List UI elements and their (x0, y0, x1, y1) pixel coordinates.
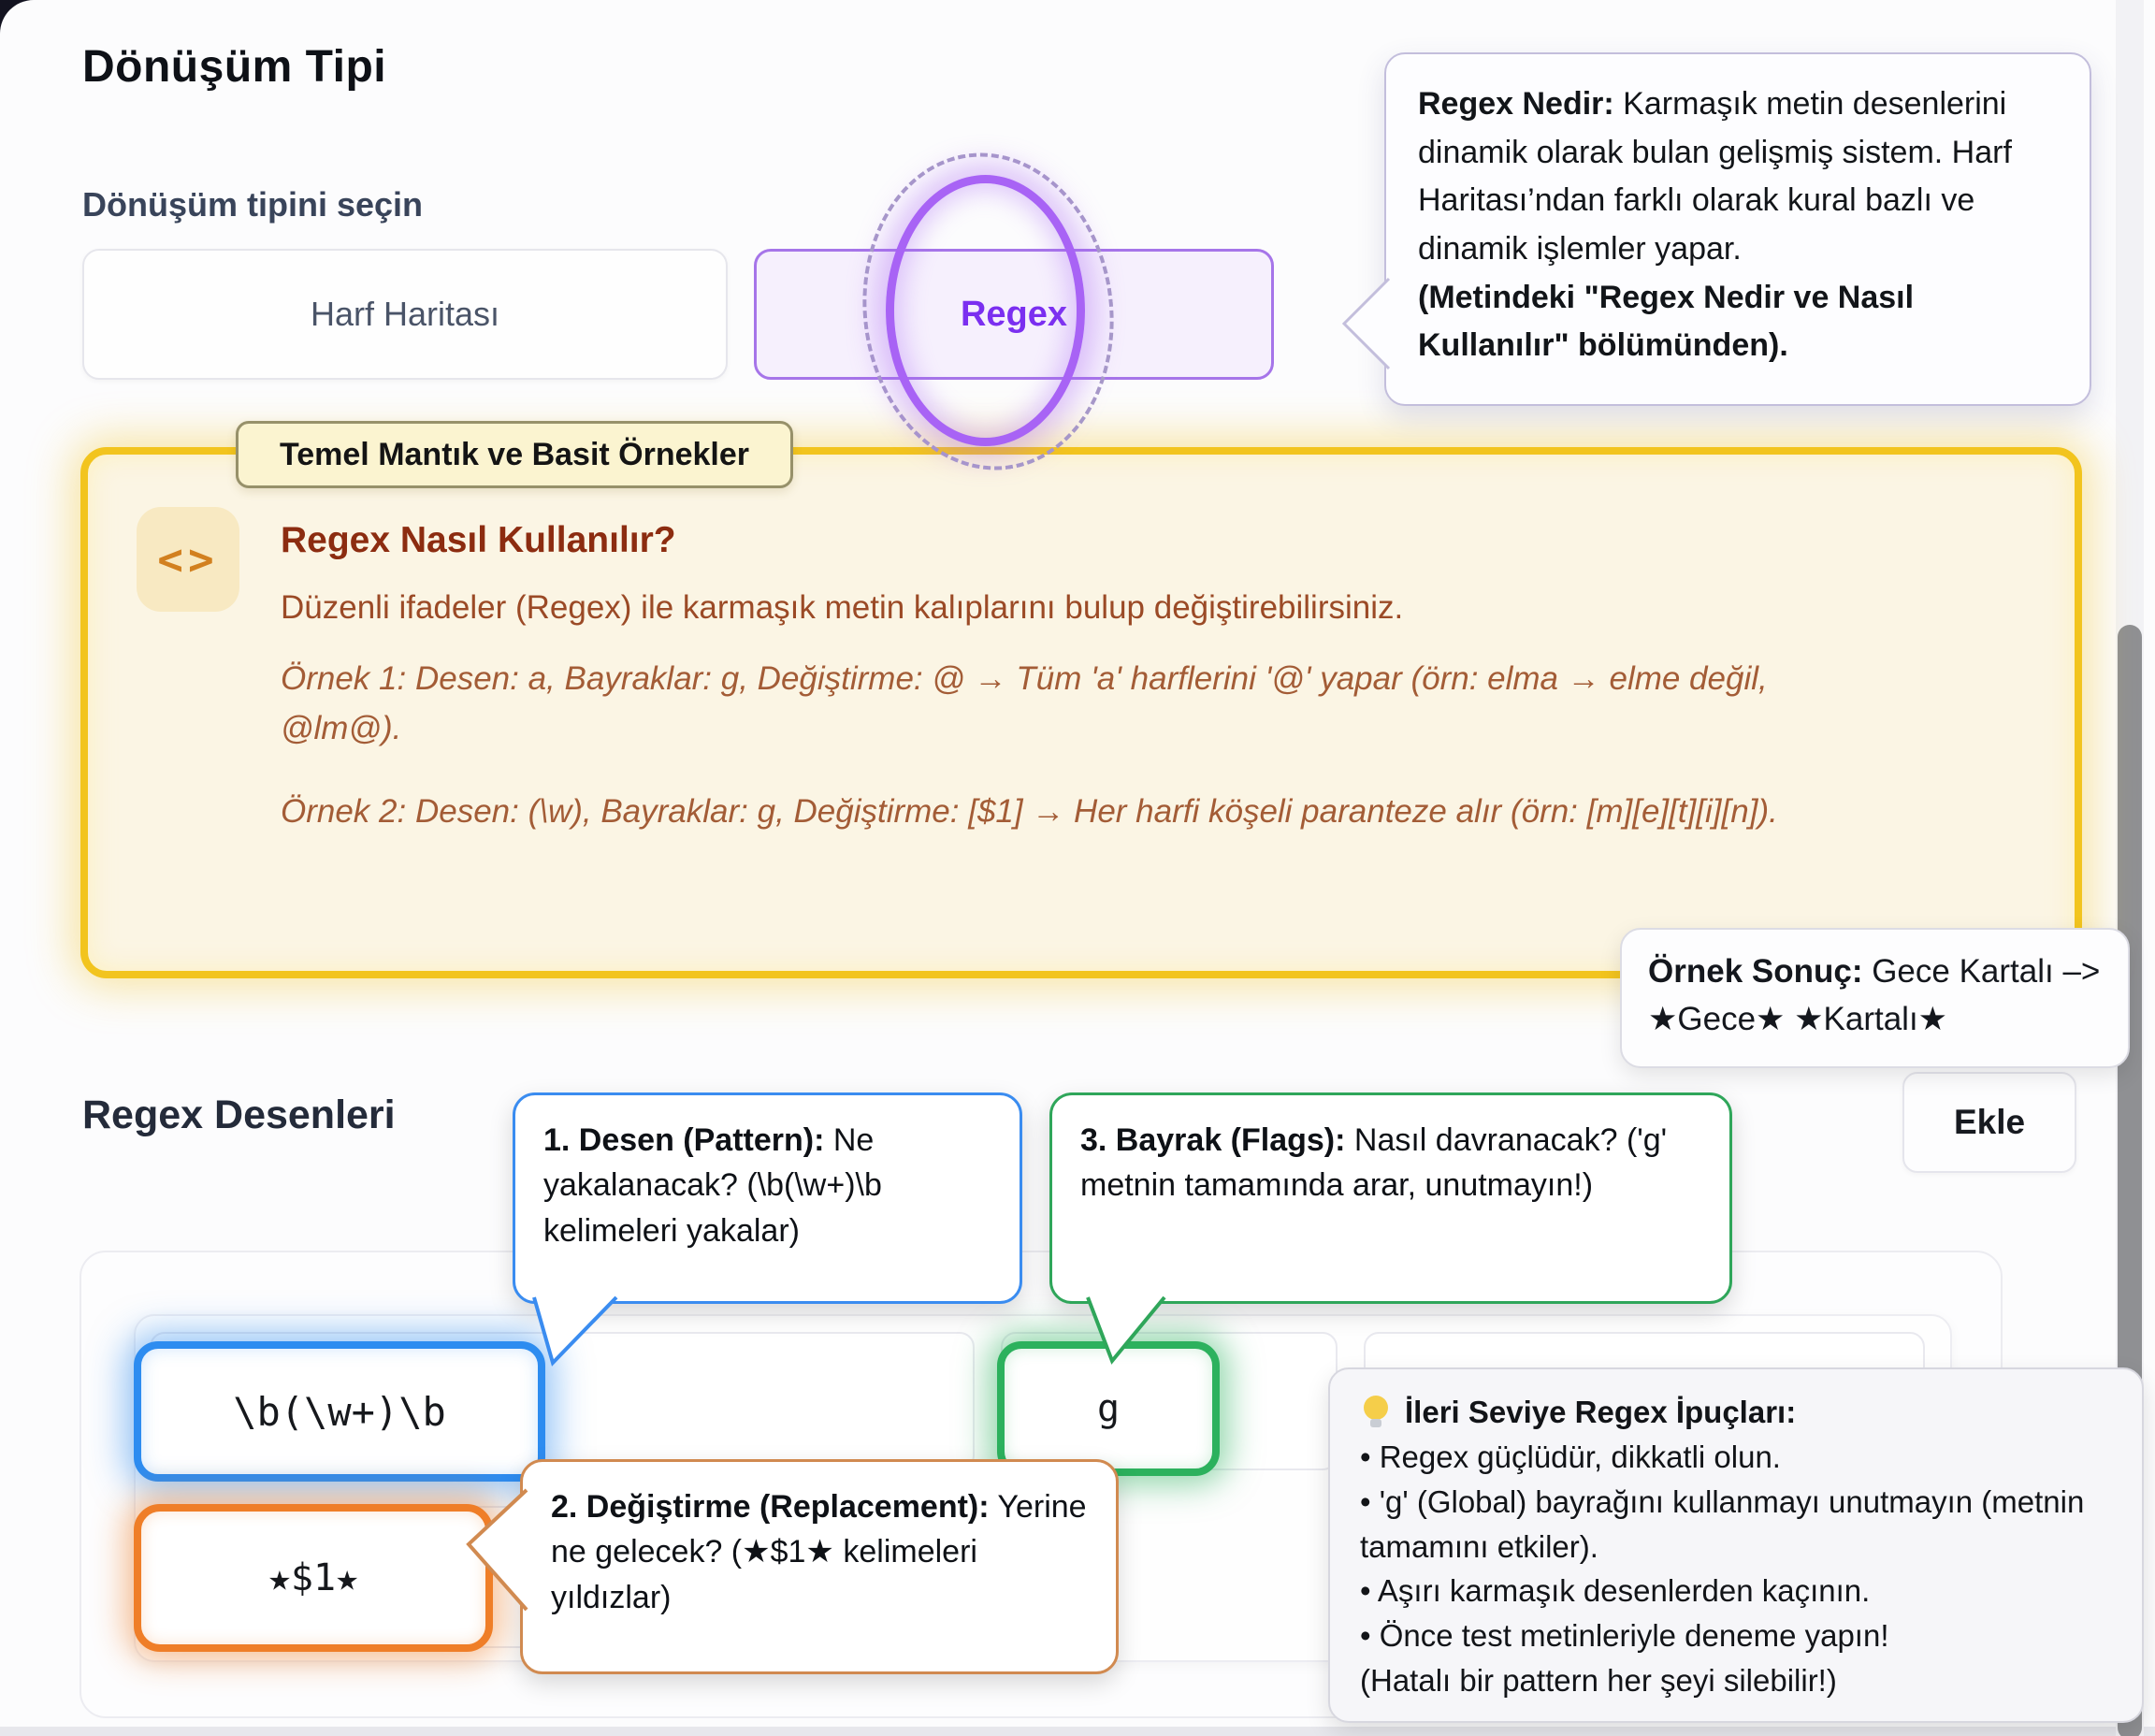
replacement-callout-lead: 2. Değiştirme (Replacement): (551, 1489, 990, 1525)
pattern-callout-body: Ne yakalanacak? (\b(\w+)\b kelimeleri ya… (543, 1122, 882, 1249)
callout-tail-down-icon (532, 1295, 618, 1367)
pattern-callout: 1. Desen (Pattern): Ne yakalanacak? (\b(… (513, 1092, 1022, 1367)
callout-tail-left-icon (466, 1488, 528, 1612)
regex-info-body: Karmaşık metin desenlerini dinamik olara… (1418, 86, 2012, 268)
tips-title: İleri Seviye Regex İpuçları: (1405, 1395, 1797, 1429)
page-title: Dönüşüm Tipi (82, 42, 387, 92)
code-icon: <> (137, 507, 239, 612)
tips-item: • Önce test metinleriyle deneme yapın! (1360, 1618, 1889, 1654)
guide-heading: Regex Nasıl Kullanılır? (281, 520, 676, 560)
tips-tooltip: İleri Seviye Regex İpuçları: • Regex güç… (1328, 1367, 2144, 1723)
tips-item: • Regex güçlüdür, dikkatli olun. (1360, 1439, 1781, 1474)
card-bottom-edge (0, 1727, 2155, 1736)
example-result-tooltip: Örnek Sonuç: Gece Kartalı –> ★Gece★ ★Kar… (1620, 928, 2130, 1068)
replacement-value: ★$1★ (268, 1556, 359, 1599)
tips-item: • 'g' (Global) bayrağını kullanmayı unut… (1360, 1483, 2085, 1564)
flags-value: g (1096, 1387, 1121, 1430)
flags-callout-body: Nasıl davranacak? ('g' metnin tamamında … (1080, 1122, 1668, 1204)
add-pattern-label: Ekle (1953, 1103, 2026, 1141)
harf-haritasi-button[interactable]: Harf Haritası (82, 249, 728, 380)
flags-input-highlight[interactable]: g (997, 1341, 1220, 1476)
flags-callout-lead: 3. Bayrak (Flags): (1080, 1122, 1346, 1158)
guide-tag: Temel Mantık ve Basit Örnekler (236, 421, 794, 488)
tips-item: • Aşırı karmaşık desenlerden kaçının. (1360, 1573, 1871, 1609)
pattern-value: \b(\w+)\b (233, 1388, 446, 1435)
flags-callout: 3. Bayrak (Flags): Nasıl davranacak? ('g… (1049, 1092, 1732, 1365)
replacement-callout: 2. Değiştirme (Replacement): Yerine ne g… (466, 1459, 1119, 1674)
patterns-heading: Regex Desenleri (82, 1092, 396, 1137)
add-pattern-button[interactable]: Ekle (1902, 1072, 2076, 1173)
example-result-body: Gece Kartalı –> ★Gece★ ★Kartalı★ (1648, 953, 2101, 1037)
harf-haritasi-label: Harf Haritası (310, 295, 500, 333)
regex-highlight-ring (886, 175, 1085, 446)
replacement-callout-body: Yerine ne gelecek? (★$1★ kelimeleri yıld… (551, 1489, 1087, 1615)
pattern-input-highlight[interactable]: \b(\w+)\b (134, 1341, 545, 1482)
tips-item: (Hatalı bir pattern her şeyi silebilir!) (1360, 1663, 1837, 1699)
select-label: Dönüşüm tipini seçin (82, 185, 424, 224)
example-result-lead: Örnek Sonuç: (1648, 953, 1863, 990)
callout-tail-down-icon (1086, 1295, 1166, 1365)
guide-example-1: Örnek 1: Desen: a, Bayraklar: g, Değişti… (281, 660, 1768, 746)
guide-example-2: Örnek 2: Desen: (\w), Bayraklar: g, Deği… (281, 793, 1778, 830)
pattern-callout-lead: 1. Desen (Pattern): (543, 1122, 825, 1158)
guide-box (80, 447, 2082, 978)
replacement-input-highlight[interactable]: ★$1★ (134, 1504, 493, 1652)
regex-info-lead: Regex Nedir: (1418, 86, 1614, 122)
tooltip-arrow-left-icon (1341, 277, 1391, 370)
regex-info-tooltip: Regex Nedir: Karmaşık metin desenlerini … (1341, 52, 2091, 406)
bulb-icon (1364, 1395, 1388, 1427)
regex-info-note: (Metindeki "Regex Nedir ve Nasıl Kullanı… (1418, 279, 1915, 364)
guide-intro: Düzenli ifadeler (Regex) ile karmaşık me… (281, 589, 1404, 626)
